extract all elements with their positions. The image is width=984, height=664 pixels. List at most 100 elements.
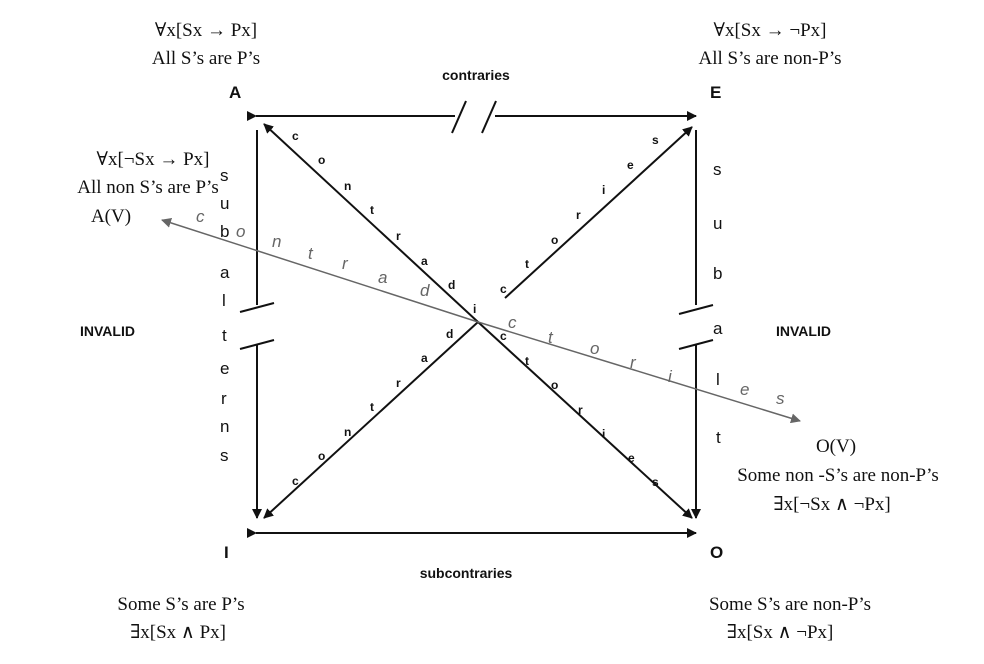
svg-text:r: r — [576, 208, 581, 222]
svg-text:e: e — [740, 380, 749, 399]
invalid-right-label: INVALID — [776, 323, 831, 339]
svg-text:o: o — [318, 153, 325, 167]
av-ov-arrow — [161, 218, 479, 323]
svg-text:o: o — [236, 222, 245, 241]
corner-label-i: I — [224, 543, 229, 562]
subalterns-right-break-mark-1 — [678, 304, 714, 315]
i-formula: ∃x[Sx ∧ Px] — [130, 622, 226, 643]
svg-text:s: s — [776, 389, 785, 408]
svg-text:r: r — [578, 403, 583, 417]
svg-text:c: c — [508, 313, 517, 332]
av-label: A(V) — [91, 206, 131, 227]
svg-text:a: a — [378, 268, 387, 287]
svg-text:r: r — [221, 389, 227, 408]
svg-text:a: a — [713, 319, 723, 338]
svg-text:t: t — [370, 400, 374, 414]
i-sentence: Some S’s are P’s — [117, 594, 244, 615]
contradictories-diagonal-ie-lower — [263, 321, 479, 519]
invalid-left-label: INVALID — [80, 323, 135, 339]
svg-text:u: u — [220, 194, 229, 213]
svg-text:o: o — [551, 378, 558, 392]
svg-text:n: n — [344, 425, 351, 439]
svg-text:i: i — [602, 427, 605, 441]
corner-label-e: E — [710, 83, 721, 102]
svg-text:e: e — [220, 359, 229, 378]
svg-text:u: u — [713, 214, 722, 233]
contradictories-label-upper-right: c t o r i e s — [500, 133, 659, 296]
o-sentence: Some S’s are non-P’s — [709, 594, 871, 615]
contradictories-label-lower-right: c t o r i e s — [500, 329, 659, 489]
subalterns-label-left: s u b a l t e r n s — [220, 166, 230, 465]
svg-text:r: r — [396, 376, 401, 390]
svg-text:r: r — [396, 229, 401, 243]
av-sentence: All non S’s are P’s — [77, 177, 218, 198]
svg-text:s: s — [220, 166, 229, 185]
svg-text:t: t — [525, 257, 529, 271]
svg-text:a: a — [421, 351, 428, 365]
svg-text:c: c — [500, 329, 507, 343]
svg-text:c: c — [292, 474, 299, 488]
contraries-break-mark-2 — [481, 100, 497, 134]
svg-text:a: a — [421, 254, 428, 268]
subcontraries-label: subcontraries — [420, 565, 513, 581]
e-sentence: All S’s are non-P’s — [698, 48, 841, 69]
o-formula: ∃x[Sx ∧ ¬Px] — [727, 622, 834, 643]
svg-text:c: c — [196, 207, 205, 226]
e-formula: ∀x[Sx → ¬Px] — [714, 20, 827, 41]
contraries-label: contraries — [442, 67, 510, 83]
contraries-break-mark-1 — [451, 100, 467, 134]
svg-text:t: t — [716, 428, 721, 447]
svg-text:d: d — [420, 281, 430, 300]
svg-text:s: s — [220, 446, 229, 465]
svg-text:d: d — [448, 278, 455, 292]
svg-text:n: n — [344, 179, 351, 193]
svg-text:t: t — [370, 203, 374, 217]
subalterns-left-break-mark-2 — [239, 339, 275, 350]
svg-text:i: i — [668, 367, 673, 386]
svg-text:c: c — [292, 129, 299, 143]
contradictories-label-upper-left: c o n t r a d i — [292, 129, 476, 316]
ov-label: O(V) — [816, 436, 856, 457]
svg-text:o: o — [590, 339, 599, 358]
svg-text:b: b — [220, 222, 229, 241]
svg-text:e: e — [627, 158, 634, 172]
svg-text:i: i — [602, 183, 605, 197]
svg-text:o: o — [551, 233, 558, 247]
subalterns-left-break-mark-1 — [239, 302, 275, 313]
av-formula: ∀x[¬Sx → Px] — [97, 149, 210, 170]
svg-text:l: l — [716, 370, 720, 389]
subalterns-right-break-mark-2 — [678, 339, 714, 350]
a-sentence: All S’s are P’s — [152, 48, 260, 69]
svg-text:o: o — [318, 449, 325, 463]
av-ov-arrow-2 — [477, 321, 801, 424]
svg-text:e: e — [628, 451, 635, 465]
corner-label-o: O — [710, 543, 723, 562]
svg-text:l: l — [222, 291, 226, 310]
svg-text:s: s — [652, 133, 659, 147]
contradictories-label-lower-left: c o n t r a d — [292, 327, 453, 488]
svg-text:s: s — [713, 160, 722, 179]
a-formula: ∀x[Sx → Px] — [155, 20, 257, 41]
svg-text:n: n — [272, 232, 281, 251]
ov-formula: ∃x[¬Sx ∧ ¬Px] — [773, 494, 890, 515]
svg-text:t: t — [548, 328, 554, 347]
subalterns-label-right: s u b a l t — [713, 160, 723, 447]
contradictories-diagonal-oa — [263, 123, 479, 323]
svg-text:n: n — [220, 417, 229, 436]
svg-text:s: s — [652, 475, 659, 489]
svg-text:c: c — [500, 282, 507, 296]
svg-text:a: a — [220, 263, 230, 282]
svg-text:t: t — [308, 244, 314, 263]
av-ov-contradictories-label: c o n t r a d c t o r i e s — [196, 207, 785, 408]
ov-sentence: Some non -S’s are non-P’s — [737, 465, 939, 486]
svg-text:t: t — [222, 326, 227, 345]
svg-text:r: r — [342, 254, 349, 273]
contraries-break-gap — [455, 105, 495, 127]
corner-label-a: A — [229, 83, 241, 102]
svg-text:b: b — [713, 264, 722, 283]
svg-text:d: d — [446, 327, 453, 341]
svg-text:t: t — [525, 354, 529, 368]
svg-text:r: r — [630, 353, 637, 372]
